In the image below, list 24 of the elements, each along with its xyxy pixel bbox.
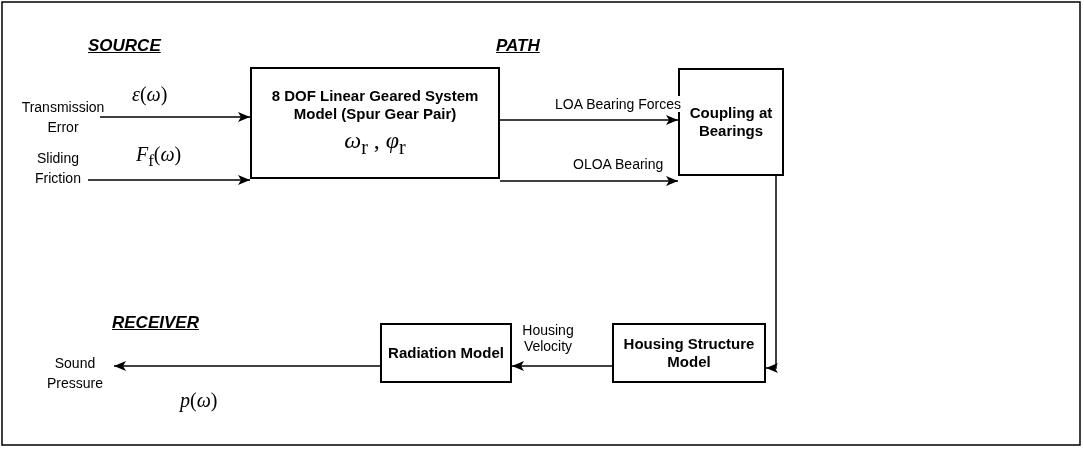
section-heading: RECEIVER xyxy=(112,313,199,333)
arrow xyxy=(87,175,251,185)
input-label: Transmission Error xyxy=(21,98,105,137)
edge-label: LOA Bearing Forces xyxy=(555,96,682,112)
input-label: Sliding Friction xyxy=(34,149,82,188)
arrow xyxy=(511,361,613,371)
housing-model-box xyxy=(612,323,766,383)
arrow xyxy=(113,361,381,371)
math-symbols: ω$_{r}$ , φ$_{r}$ xyxy=(344,127,406,159)
output-label: Sound Pressure xyxy=(46,354,104,393)
radiation-model-box xyxy=(380,323,512,383)
arrow xyxy=(765,175,778,373)
edge-label: OLOA Bearing xyxy=(573,156,664,172)
section-heading: PATH xyxy=(496,36,540,56)
arrow xyxy=(99,112,251,122)
box-title: 8 DOF Linear Geared System Model (Spur Gear Pair) xyxy=(270,87,480,124)
box-title: Coupling at Bearings xyxy=(688,104,774,140)
box-title: Radiation Model xyxy=(388,344,504,362)
system-model-box xyxy=(250,67,500,179)
arrow xyxy=(499,115,679,125)
arrow xyxy=(499,176,679,186)
edge-label: F$_{f}$(ω) xyxy=(136,146,182,169)
section-heading: SOURCE xyxy=(88,36,161,56)
box-title: Housing Structure Model xyxy=(622,335,756,371)
